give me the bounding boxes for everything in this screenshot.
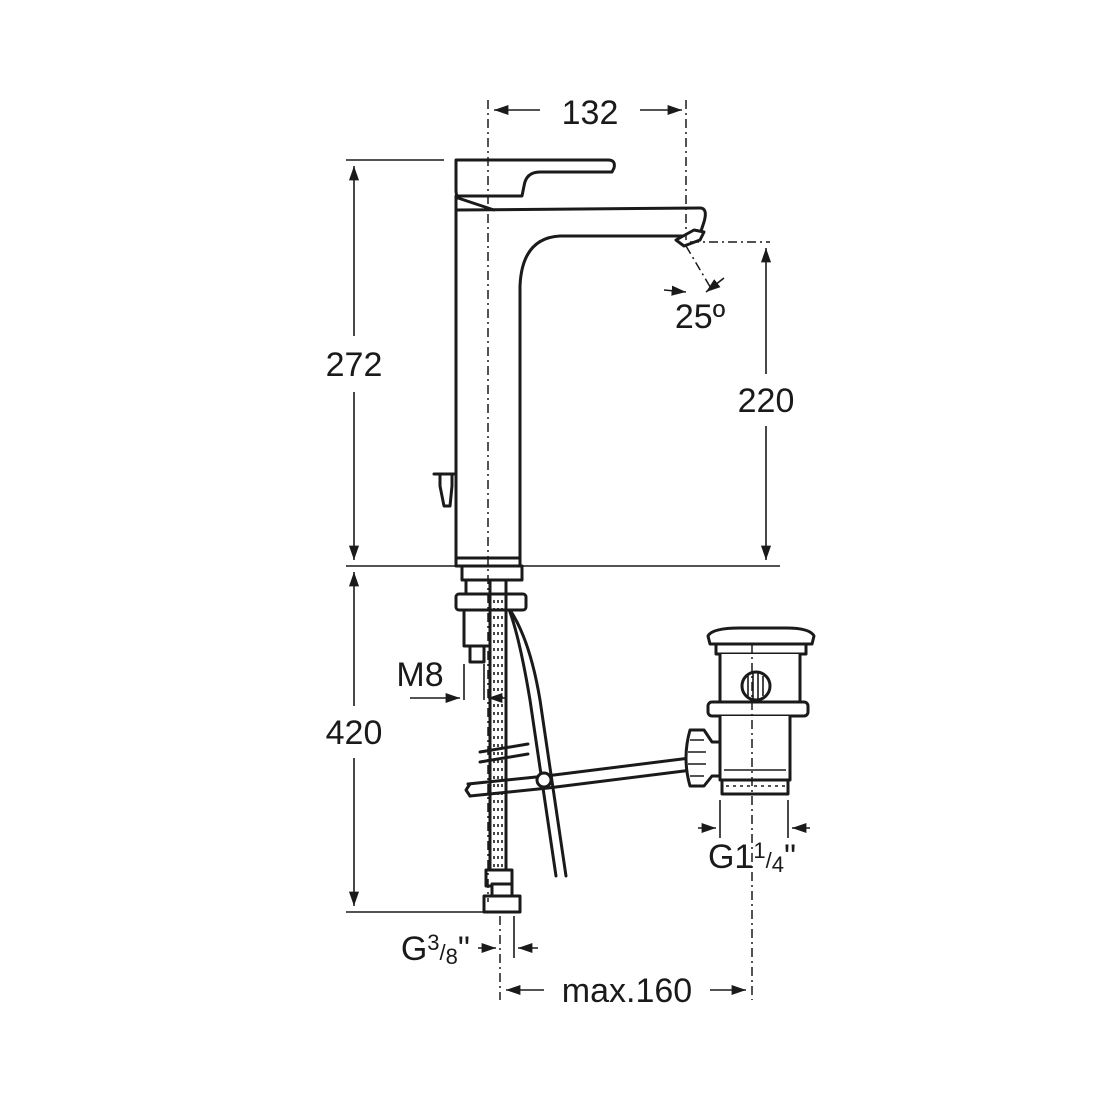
- spout-body: [454, 194, 707, 560]
- popup-rods: [464, 608, 694, 878]
- dim-max-distance: max.160: [562, 972, 692, 1010]
- dim-depth-below: 420: [326, 714, 383, 752]
- dim-thread-stud: M8: [396, 656, 443, 694]
- popup-rod-knob: [432, 472, 458, 508]
- popup-waste: [684, 626, 816, 796]
- dim-width-top: 132: [562, 94, 619, 132]
- dimension-labels: 132 272 220 25º 420 M8 G3/8" G11/4" max.…: [326, 94, 796, 1010]
- rod-connector-nut: [684, 728, 722, 788]
- hose-break-mark: [478, 742, 530, 764]
- faucet-body: [432, 158, 707, 914]
- extension-lines: [346, 159, 789, 958]
- dim-angle: 25º: [675, 298, 725, 336]
- dim-height-total: 272: [326, 346, 383, 384]
- dim-thread-hose: G3/8": [401, 930, 470, 969]
- spout-outlet: [674, 228, 706, 248]
- lever-handle: [454, 158, 616, 198]
- dimension-lines: [348, 104, 810, 996]
- waste-cap: [706, 626, 816, 646]
- flexible-hose: [482, 578, 522, 914]
- overflow-screw-icon: [740, 670, 772, 702]
- dim-spout-height: 220: [738, 382, 795, 420]
- dim-thread-waste: G11/4": [708, 838, 796, 877]
